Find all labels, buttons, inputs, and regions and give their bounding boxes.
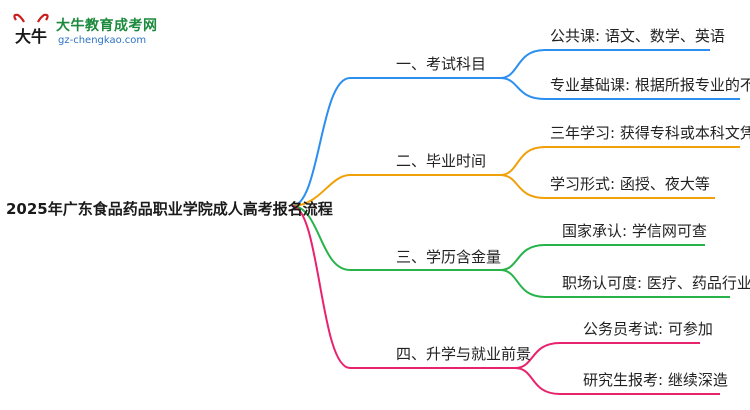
branch-1-label: 一、考试科目 [396, 55, 487, 73]
connector-root-branch-2 [291, 174, 500, 207]
branch-2-label: 二、毕业时间 [396, 152, 487, 170]
connector-root-branch-4 [291, 205, 515, 369]
connector-root-branch-1 [291, 77, 500, 207]
site-logo[interactable]: 大牛 大牛教育成考网 gz-chengkao.com [10, 12, 170, 54]
branch-4-label: 四、升学与就业前景 [396, 345, 532, 363]
connector-branch-2-leaf-1 [499, 146, 740, 176]
branch-3-label: 三、学历含金量 [396, 248, 502, 266]
connector-branch-1-leaf-1 [499, 49, 710, 79]
connector-branch-1-leaf-2 [499, 77, 740, 100]
connector-branch-4-leaf-1 [514, 342, 700, 369]
branch-3-leaf-2: 职场认可度: 医疗、药品行业 [562, 274, 750, 292]
connector-branch-4-leaf-2 [514, 367, 720, 395]
bull-logo-icon: 大牛 [13, 13, 49, 46]
branch-1-leaf-1: 公共课: 语文、数学、英语 [550, 27, 725, 45]
branch-3-leaf-1: 国家承认: 学信网可查 [562, 222, 707, 240]
branch-4-leaf-2: 研究生报考: 继续深造 [583, 371, 728, 389]
logo-title: 大牛教育成考网 [56, 18, 158, 34]
connector-branch-2-leaf-2 [499, 174, 715, 199]
branch-1-leaf-2: 专业基础课: 根据所报专业的不同 [550, 76, 750, 94]
connector-branch-3-leaf-2 [499, 269, 730, 298]
connector-root-branch-3 [291, 205, 500, 271]
branch-4-leaf-1: 公务员考试: 可参加 [583, 320, 713, 338]
logo-url: gz-chengkao.com [58, 35, 147, 46]
branch-2-leaf-1: 三年学习: 获得专科或本科文凭 [550, 124, 750, 142]
connector-branch-3-leaf-1 [499, 244, 705, 271]
svg-text:大牛: 大牛 [15, 27, 47, 46]
branch-2-leaf-2: 学习形式: 函授、夜大等 [550, 175, 710, 193]
mindmap-root: 2025年广东食品药品职业学院成人高考报名流程 [6, 200, 333, 218]
